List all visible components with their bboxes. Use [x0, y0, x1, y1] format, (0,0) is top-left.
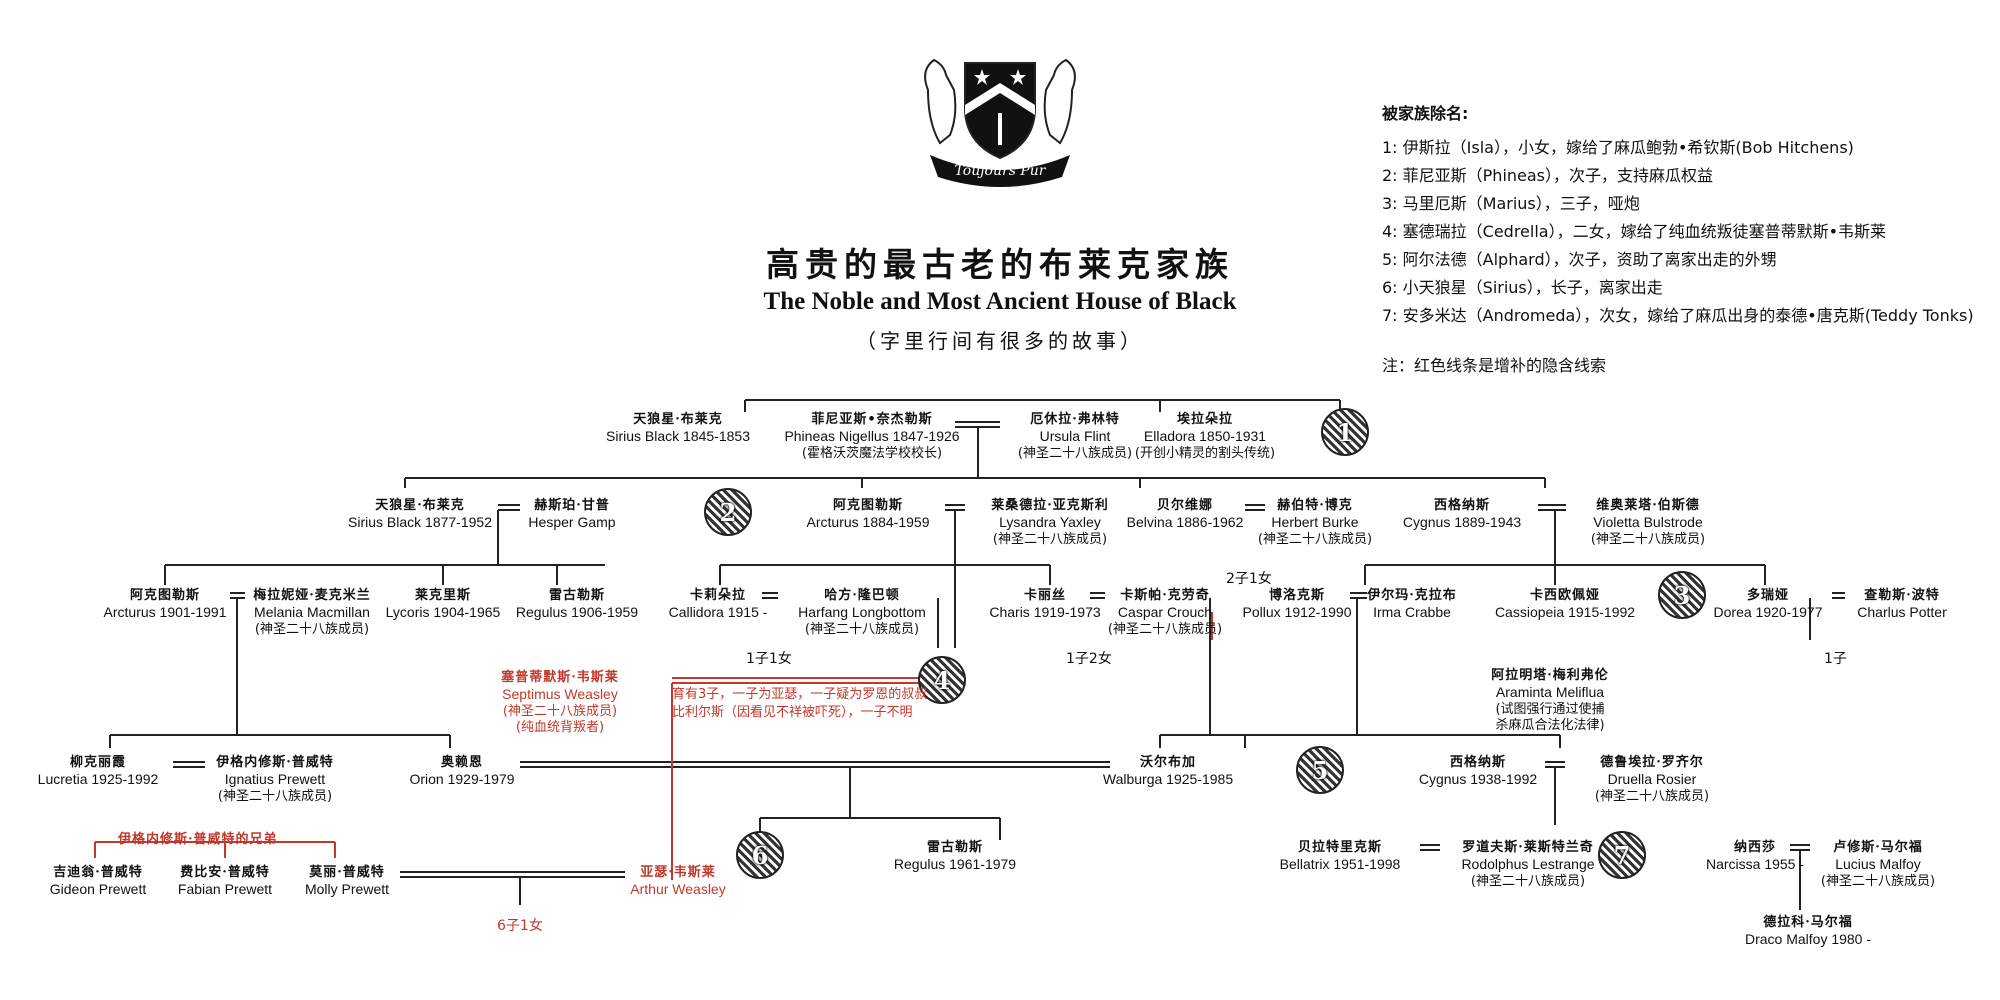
- marriage-line: [1832, 592, 1845, 599]
- marriage-line: [400, 871, 625, 878]
- legend-item: 1: 伊斯拉（Isla），小女，嫁给了麻瓜鲍勃•希钦斯(Bob Hitchens…: [1382, 138, 1854, 157]
- children-count: 1子1女: [746, 651, 792, 667]
- marriage-line: [945, 504, 965, 511]
- family-motto: Toujours Pur: [955, 163, 1047, 179]
- expulsion-marker-4: 4: [918, 656, 966, 704]
- marriage-line: [762, 592, 778, 599]
- connector: [164, 564, 605, 585]
- children-count: 6子1女: [497, 918, 543, 934]
- expulsion-marker-2: 2: [704, 488, 752, 536]
- legend-note: 注：红色线条是增补的隐含线索: [1382, 356, 1607, 375]
- hint-line: [94, 841, 336, 858]
- expulsion-legend: 被家族除名: 1: 伊斯拉（Isla），小女，嫁给了麻瓜鲍勃•希钦斯(Bob H…: [1382, 100, 1974, 380]
- connector: [1364, 564, 1766, 585]
- children-count: 2子1女: [1226, 571, 1272, 587]
- marriage-line: [955, 421, 1000, 428]
- title-english: The Noble and Most Ancient House of Blac…: [763, 288, 1237, 315]
- expulsion-marker-6: 6: [736, 831, 784, 879]
- title-chinese: 高贵的最古老的布莱克家族: [766, 245, 1234, 284]
- connector: [759, 767, 1001, 840]
- marriage-line: [520, 761, 1110, 768]
- marriage-line: [498, 504, 520, 511]
- marriage-line: [1350, 592, 1367, 599]
- black-family-crest: Toujours Pur: [924, 58, 1076, 187]
- marriage-line: [1090, 592, 1105, 599]
- expulsion-marker-1: 1: [1321, 408, 1369, 456]
- legend-item: 4: 塞德瑞拉（Cedrella），二女，嫁给了纯血统叛徒塞普蒂默斯•韦斯莱: [1382, 222, 1887, 241]
- legend-item: 2: 菲尼亚斯（Phineas），次子，支持麻瓜权益: [1382, 166, 1714, 185]
- subtitle: （字里行间有很多的故事）: [856, 329, 1144, 353]
- legend-item: 6: 小天狼星（Sirius），长子，离家出走: [1382, 278, 1663, 297]
- expulsion-marker-5: 5: [1296, 746, 1344, 794]
- septimus-children-note: 育有3子，一子为亚瑟，一子疑为罗恩的叔叔比利尔斯（因看见不祥被吓死），一子不明: [672, 687, 928, 720]
- legend-item: 7: 安多米达（Andromeda），次女，嫁给了麻瓜出身的泰德•唐克斯(Ted…: [1382, 306, 1974, 325]
- legend-item: 3: 马里厄斯（Marius），三子，哑炮: [1382, 194, 1640, 213]
- legend-heading: 被家族除名:: [1382, 104, 1469, 123]
- connector: [744, 399, 1341, 412]
- marriage-line: [173, 761, 205, 768]
- marriage-line: [1545, 761, 1565, 768]
- expulsion-marker-7: 7: [1598, 831, 1646, 879]
- marriage-line: [230, 592, 245, 599]
- prewett-brothers-label: 伊格内修斯·普威特的兄弟: [118, 832, 278, 847]
- hint-line: [672, 677, 930, 684]
- marriage-line: [1538, 504, 1566, 511]
- connector: [109, 734, 451, 748]
- expulsion-marker-3: 3: [1658, 571, 1706, 619]
- marriage-line: [1245, 504, 1265, 511]
- legend-item: 5: 阿尔法德（Alphard），次子，资助了离家出走的外甥: [1382, 250, 1777, 269]
- connector: [719, 564, 1051, 585]
- connector: [404, 477, 1546, 488]
- children-count: 1子2女: [1066, 651, 1112, 667]
- connector: [1159, 718, 1561, 748]
- marriage-line: [1420, 844, 1440, 851]
- children-count: 1子: [1824, 651, 1847, 667]
